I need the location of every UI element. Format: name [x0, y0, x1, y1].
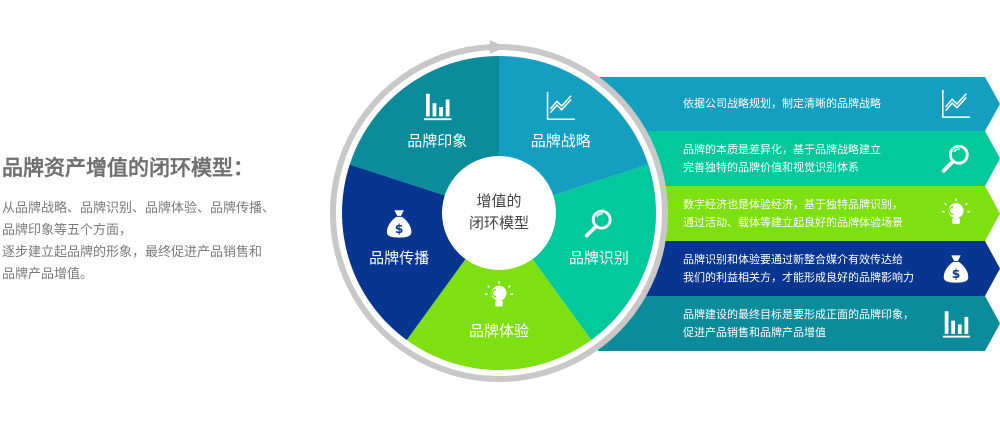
intro-line: 品牌产品增值。 [2, 267, 94, 282]
slice-label: 品牌传播 [369, 249, 430, 268]
info-row-line: 通过活动、载体等建立起良好的品牌体验场景 [683, 215, 903, 229]
cycle-ring [330, 44, 668, 382]
center-line: 增值的 [476, 192, 522, 210]
info-row-line: 品牌建设的最终目标是要形成正面的品牌印象， [683, 307, 914, 321]
info-row-line: 我们的利益相关方，才能形成良好的品牌影响力 [683, 270, 914, 284]
info-row-1 [598, 77, 1000, 131]
intro-body: 从品牌战略、品牌识别、品牌体验、品牌传播、 品牌印象等五个方面， 逐步建立起品牌… [2, 198, 312, 286]
info-row-text: 品牌的本质是差异化，基于品牌战略建立完善独特的品牌价值和视觉识别体系 [683, 141, 881, 177]
info-row-text: 依据公司战略规划，制定清晰的品牌战略 [683, 95, 881, 113]
slice-label: 品牌识别 [568, 249, 629, 268]
info-row-line: 促进产品销售和品牌产品增值 [683, 325, 826, 339]
intro-title: 品牌资产增值的闭环模型： [2, 156, 254, 180]
cycle-arrow-head [490, 40, 505, 54]
intro-line: 逐步建立起品牌的形象，最终促进产品销售和 [2, 245, 263, 260]
center-line: 闭环模型 [468, 214, 529, 232]
info-row-line: 完善独特的品牌价值和视觉识别体系 [683, 160, 859, 174]
info-row-2 [598, 131, 1000, 186]
info-row-4 [598, 241, 1000, 296]
intro-line: 品牌印象等五个方面， [2, 223, 133, 238]
info-row-3 [598, 186, 1000, 241]
center-circle [442, 156, 556, 270]
info-row-line: 依据公司战略规划，制定清晰的品牌战略 [683, 97, 881, 110]
info-row-text: 数字经济也是体验经济，基于独特品牌识别， 通过活动、载体等建立起良好的品牌体验场景 [683, 196, 903, 232]
slice-label: 品牌印象 [407, 132, 468, 151]
info-row-text: 品牌建设的最终目标是要形成正面的品牌印象， 促进产品销售和品牌产品增值 [683, 306, 914, 342]
info-row-text: 品牌识别和体验要通过新整合媒介有效传达给我们的利益相关方，才能形成良好的品牌影响… [683, 251, 914, 287]
slice-label: 品牌战略 [530, 132, 591, 151]
info-row-line: 数字经济也是体验经济，基于独特品牌识别， [683, 197, 903, 211]
info-row-5 [598, 296, 1000, 351]
intro-line: 从品牌战略、品牌识别、品牌体验、品牌传播、 [2, 201, 276, 216]
slice-label: 品牌体验 [468, 322, 530, 340]
info-row-line: 品牌识别和体验要通过新整合媒介有效传达给 [683, 252, 903, 266]
center-label: 增值的 闭环模型 [443, 190, 555, 234]
info-row-line: 品牌的本质是差异化，基于品牌战略建立 [683, 142, 881, 156]
